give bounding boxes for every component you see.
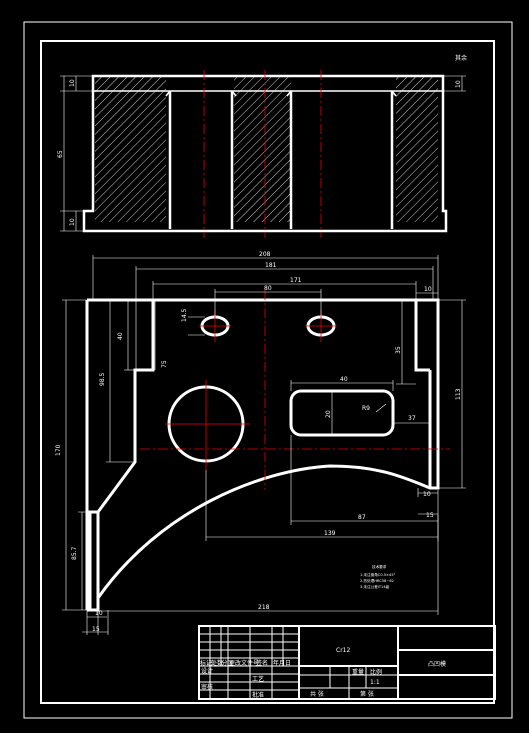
tech-line-2: 2.热处理HRC58~62 [360,578,394,583]
tb-scale-label: 比例 [370,668,382,676]
tb-label-process: 工艺 [252,675,264,683]
section-outline [82,74,448,233]
outer-frame [23,21,513,719]
dim-slot-20: 20 [325,410,332,418]
dim-139: 139 [324,530,336,537]
material: Cr12 [336,647,350,654]
tb-label-review: 审核 [201,683,213,691]
tb-label-zone: 分区 [222,659,234,667]
tb-label-sign: 签名 [256,659,268,667]
dim-98-5: 98.5 [99,372,106,386]
hatch-middle [234,77,291,222]
tb-weight-label: 重量 [352,668,364,676]
dim-right-bottom-10: 10 [423,491,431,498]
dim-40: 40 [117,332,124,340]
dim-170: 170 [55,444,62,456]
dim-top-10b: 10 [69,218,76,226]
section-view: 10 65 10 10 [57,70,466,238]
dim-75: 75 [161,360,168,368]
oblong-slot [289,389,395,437]
corner-note: 其余 [455,54,467,62]
dim-bottom-10: 10 [95,610,103,617]
tb-label-change: 更改文件号 [229,659,259,667]
tb-label-approve: 批准 [252,691,264,699]
front-outline [85,298,440,612]
dim-85-7: 85.7 [71,546,78,560]
dim-113: 113 [455,388,462,400]
tb-sheet-of: 第 张 [360,690,374,698]
tech-line-1: 1.未注倒角C0.5×45° [360,572,396,577]
part-name: 凸凹模 [428,660,446,668]
tb-label-count: 处数 [211,659,223,667]
dim-181: 181 [265,262,277,269]
dim-35: 35 [395,346,402,354]
dim-bottom-15: 15 [92,626,100,633]
tech-requirements: 技术要求 1.未注倒角C0.5×45° 2.热处理HRC58~62 3.未注公差… [360,564,396,589]
dim-right-10: 10 [424,286,432,293]
dim-slot-40: 40 [340,376,348,383]
dim-slot-37: 37 [408,415,416,422]
dim-171: 171 [290,277,302,284]
dim-top-10: 10 [69,79,76,87]
tb-sheet-total: 共 张 [310,690,324,698]
tech-line-3: 3.未注公差IT14级 [360,584,390,589]
dim-87: 87 [358,514,366,521]
front-view: 208 181 171 80 10 14.5 170 85.7 98.5 [55,251,466,635]
title-block [198,625,496,700]
tb-scale-value: 1:1 [370,679,380,686]
dim-top-right-10: 10 [455,80,462,88]
tb-label-date: 年月日 [273,659,291,667]
dim-slot-r9: R9 [362,405,370,412]
tb-label-design: 设计 [201,667,213,675]
dim-14-5: 14.5 [181,308,188,322]
dim-top-65: 65 [57,150,64,158]
dim-218: 218 [258,604,270,611]
tb-label-mark: 标记 [200,659,212,667]
dim-right-bottom-15: 15 [426,512,434,519]
dim-208: 208 [259,251,271,258]
hatch-right [396,77,438,222]
tech-title: 技术要求 [372,564,387,569]
dim-80: 80 [264,285,272,292]
hatch-left [95,77,166,222]
inner-frame [40,40,495,704]
